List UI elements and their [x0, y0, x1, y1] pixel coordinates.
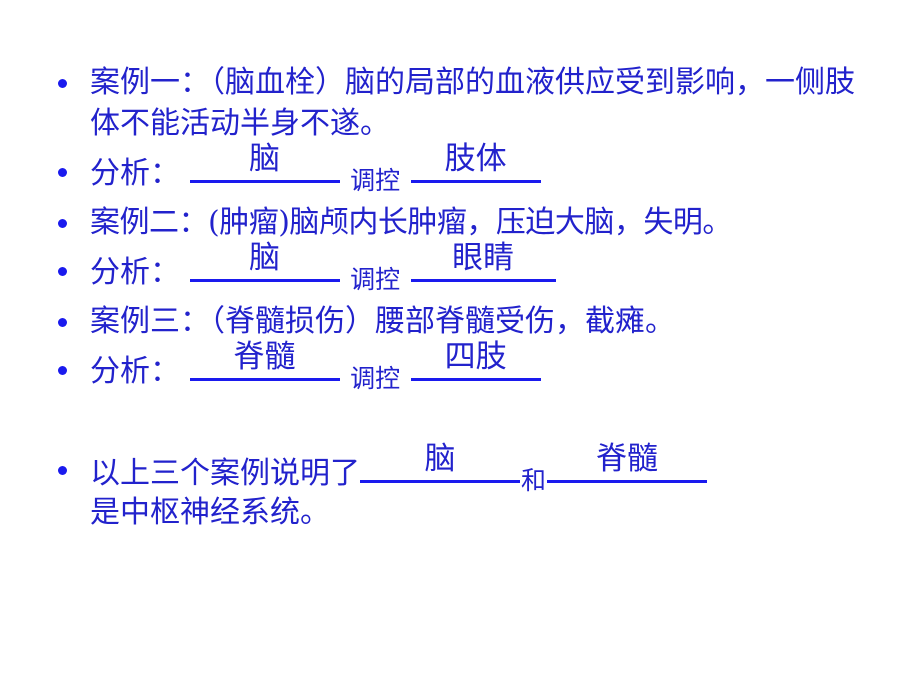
analysis-two-label: 分析：: [90, 255, 180, 290]
summary-blank-cord[interactable]: 脊髓: [547, 441, 708, 483]
bullet-dot-icon: [58, 466, 67, 475]
analysis-one-connector: 调控: [350, 166, 401, 195]
summary-connector: 和: [521, 466, 547, 495]
analysis-three-answer-organ: 脊髓: [233, 339, 296, 375]
analysis-three-connector: 调控: [350, 364, 401, 393]
analysis-one-blank-target[interactable]: 肢体: [410, 141, 541, 183]
analysis-two-answer-target: 眼睛: [452, 240, 515, 276]
bullet-case-two: 案例二：(肿瘤)脑颅内长肿瘤，压迫大脑，失明。: [52, 202, 882, 243]
analysis-two-answer-organ: 脑: [249, 240, 281, 276]
case-three-text: 案例三：（脊髓损伤）腰部脊髓受伤，截瘫。: [90, 304, 675, 339]
spacer-large: [52, 394, 882, 446]
bullet-analysis-one: 分析： 脑 调控 肢体: [52, 141, 882, 196]
bullet-analysis-two: 分析： 脑 调控 眼睛: [52, 240, 882, 295]
analysis-three-label: 分析：: [90, 354, 180, 389]
slide-body: 案例一：（脑血栓）脑的局部的血液供应受到影响，一侧肢体不能活动半身不遂。 分析：…: [52, 62, 882, 533]
summary-first-line: 以上三个案例说明了 脑和 脊髓: [90, 441, 882, 495]
bullet-case-one: 案例一：（脑血栓）脑的局部的血液供应受到影响，一侧肢体不能活动半身不遂。: [52, 62, 882, 144]
bullet-dot-icon: [58, 267, 67, 276]
summary-answer-brain: 脑: [424, 441, 456, 477]
summary-lead-text: 以上三个案例说明了: [90, 456, 360, 491]
analysis-two-connector: 调控: [350, 265, 401, 294]
bullet-dot-icon: [58, 318, 67, 327]
analysis-three-blank-organ[interactable]: 脊髓: [189, 339, 340, 381]
analysis-three-blank-target[interactable]: 四肢: [410, 339, 541, 381]
case-one-text: 案例一：（脑血栓）脑的局部的血液供应受到影响，一侧肢体不能活动半身不遂。: [90, 65, 855, 141]
bullet-analysis-three: 分析： 脊髓 调控 四肢: [52, 339, 882, 394]
bullet-dot-icon: [58, 168, 67, 177]
analysis-two-blank-organ[interactable]: 脑: [189, 240, 340, 282]
bullet-dot-icon: [58, 219, 67, 228]
summary-blank-brain[interactable]: 脑: [360, 441, 520, 483]
bullet-case-three: 案例三：（脊髓损伤）腰部脊髓受伤，截瘫。: [52, 301, 882, 342]
bullet-dot-icon: [58, 366, 67, 375]
summary-answer-cord: 脊髓: [596, 441, 659, 477]
bullet-dot-icon: [58, 79, 67, 88]
analysis-one-blank-organ[interactable]: 脑: [189, 141, 340, 183]
analysis-one-answer-organ: 脑: [249, 141, 281, 177]
analysis-one-label: 分析：: [90, 156, 180, 191]
analysis-one-answer-target: 肢体: [444, 141, 507, 177]
analysis-two-blank-target[interactable]: 眼睛: [410, 240, 556, 282]
bullet-summary: 以上三个案例说明了 脑和 脊髓 是中枢神经系统。: [52, 441, 882, 533]
summary-tail-text: 是中枢神经系统。: [90, 495, 330, 530]
analysis-three-answer-target: 四肢: [444, 339, 507, 375]
case-two-text: 案例二：(肿瘤)脑颅内长肿瘤，压迫大脑，失明。: [90, 205, 732, 240]
